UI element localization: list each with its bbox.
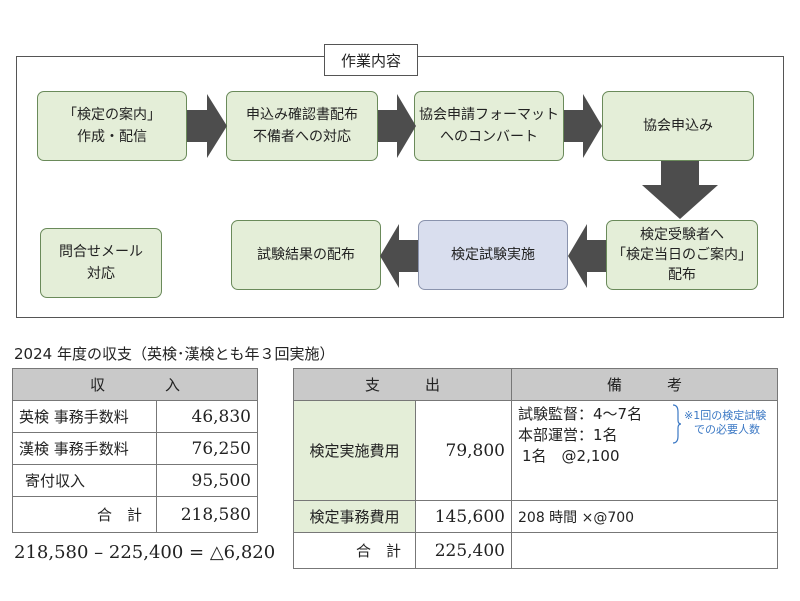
income-header: 収 入 <box>12 368 258 401</box>
brace-icon <box>672 404 682 444</box>
income-value: 46,830 <box>156 400 258 433</box>
step-apply: 協会申込み <box>602 91 754 161</box>
expense-total-value: 225,400 <box>415 532 512 569</box>
expense-header: 支 出 <box>293 368 512 401</box>
arrow-down-icon <box>642 161 718 219</box>
income-label: 漢検 事務手数料 <box>12 432 157 465</box>
arrow-left-icon <box>380 224 418 288</box>
expense-note: 試験監督：4～7名 本部運営：1名 1名 @2,100 <box>511 400 778 501</box>
notes-header: 備 考 <box>511 368 778 401</box>
table-row: 英検 事務手数料 46,830 <box>12 400 258 433</box>
income-label: 寄付収入 <box>12 464 157 497</box>
step-guide: 検定受験者へ 「検定当日のご案内」 配布 <box>606 220 758 290</box>
note-line: 1名 @2,100 <box>522 447 620 465</box>
arrow-right-icon <box>187 94 227 158</box>
expense-value: 79,800 <box>415 400 512 501</box>
expense-total-note <box>511 532 778 569</box>
expense-label: 検定事務費用 <box>293 500 416 533</box>
workflow-title: 作業内容 <box>324 44 418 76</box>
balance-formula: 218,580 – 225,400 = △6,820 <box>14 542 276 563</box>
expense-note: 208 時間 ×@700 <box>511 500 778 533</box>
table-row: 合 計 225,400 <box>293 532 778 569</box>
budget-title: 2024 年度の収支（英検･漢検とも年３回実施） <box>14 345 335 363</box>
step-announcement-label: 「検定の案内」 作成・配信 <box>63 107 161 145</box>
side-note: ※1回の検定試験 での必要人数 <box>684 409 766 437</box>
table-row: 検定実施費用 79,800 試験監督：4～7名 本部運営：1名 1名 @2,10… <box>293 400 778 501</box>
expense-table: 支 出 備 考 検定実施費用 79,800 試験監督：4～7名 本部運営：1名 … <box>293 368 778 569</box>
note-line: 試験監督：4～7名 <box>518 405 643 423</box>
step-results-label: 試験結果の配布 <box>257 247 355 263</box>
income-total-value: 218,580 <box>156 496 258 533</box>
step-confirmation: 申込み確認書配布 不備者への対応 <box>226 91 378 161</box>
step-results: 試験結果の配布 <box>231 220 381 290</box>
income-table: 収 入 英検 事務手数料 46,830 漢検 事務手数料 76,250 寄付収入… <box>12 368 258 533</box>
income-total-label: 合 計 <box>12 496 157 533</box>
arrow-right-icon <box>564 94 602 158</box>
table-row: 検定事務費用 145,600 208 時間 ×@700 <box>293 500 778 533</box>
table-row: 漢検 事務手数料 76,250 <box>12 432 258 465</box>
income-value: 95,500 <box>156 464 258 497</box>
step-apply-label: 協会申込み <box>643 118 713 134</box>
step-exam: 検定試験実施 <box>418 220 568 290</box>
side-note-line: ※1回の検定試験 <box>684 409 767 422</box>
table-row: 寄付収入 95,500 <box>12 464 258 497</box>
step-exam-label: 検定試験実施 <box>451 247 535 263</box>
table-row: 合 計 218,580 <box>12 496 258 533</box>
step-confirmation-label: 申込み確認書配布 不備者への対応 <box>246 107 358 145</box>
income-value: 76,250 <box>156 432 258 465</box>
arrow-right-icon <box>378 94 416 158</box>
step-convert: 協会申請フォーマット へのコンバート <box>414 91 564 161</box>
expense-total-label: 合 計 <box>293 532 416 569</box>
expense-value: 145,600 <box>415 500 512 533</box>
income-label: 英検 事務手数料 <box>12 400 157 433</box>
note-line: 本部運営：1名 <box>518 426 618 444</box>
step-announcement: 「検定の案内」 作成・配信 <box>37 91 187 161</box>
step-convert-label: 協会申請フォーマット へのコンバート <box>419 107 559 145</box>
side-note-line: での必要人数 <box>694 423 760 436</box>
arrow-left-icon <box>568 224 606 288</box>
step-inquiry: 問合せメール 対応 <box>40 228 162 298</box>
expense-label: 検定実施費用 <box>293 400 416 501</box>
step-guide-label: 検定受験者へ 「検定当日のご案内」 配布 <box>612 227 752 283</box>
step-inquiry-label: 問合せメール 対応 <box>59 244 143 282</box>
